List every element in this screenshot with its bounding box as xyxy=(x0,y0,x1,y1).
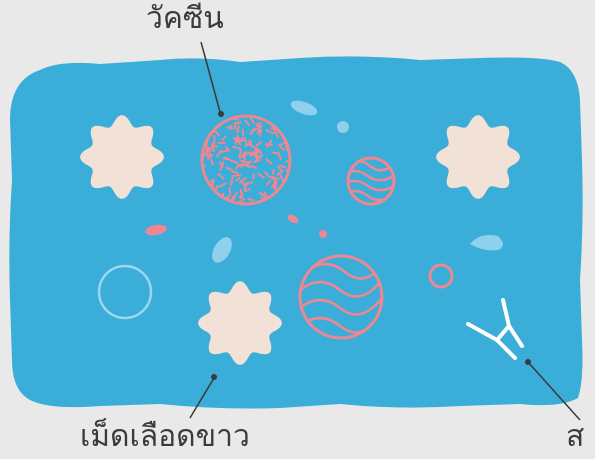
white-blood-cell xyxy=(80,115,164,199)
label-antibody: ส xyxy=(566,420,584,454)
white-blood-cell xyxy=(198,281,282,365)
label-vaccine: วัคซีน xyxy=(146,2,224,36)
label-white-blood-cell: เม็ดเลือดขาว xyxy=(80,420,250,454)
leader-dot xyxy=(525,359,531,365)
leader-dot xyxy=(211,374,217,380)
leader-dot xyxy=(218,111,224,117)
highlight-dot xyxy=(337,121,349,133)
pink-dot xyxy=(319,230,327,238)
white-blood-cell xyxy=(436,115,520,199)
